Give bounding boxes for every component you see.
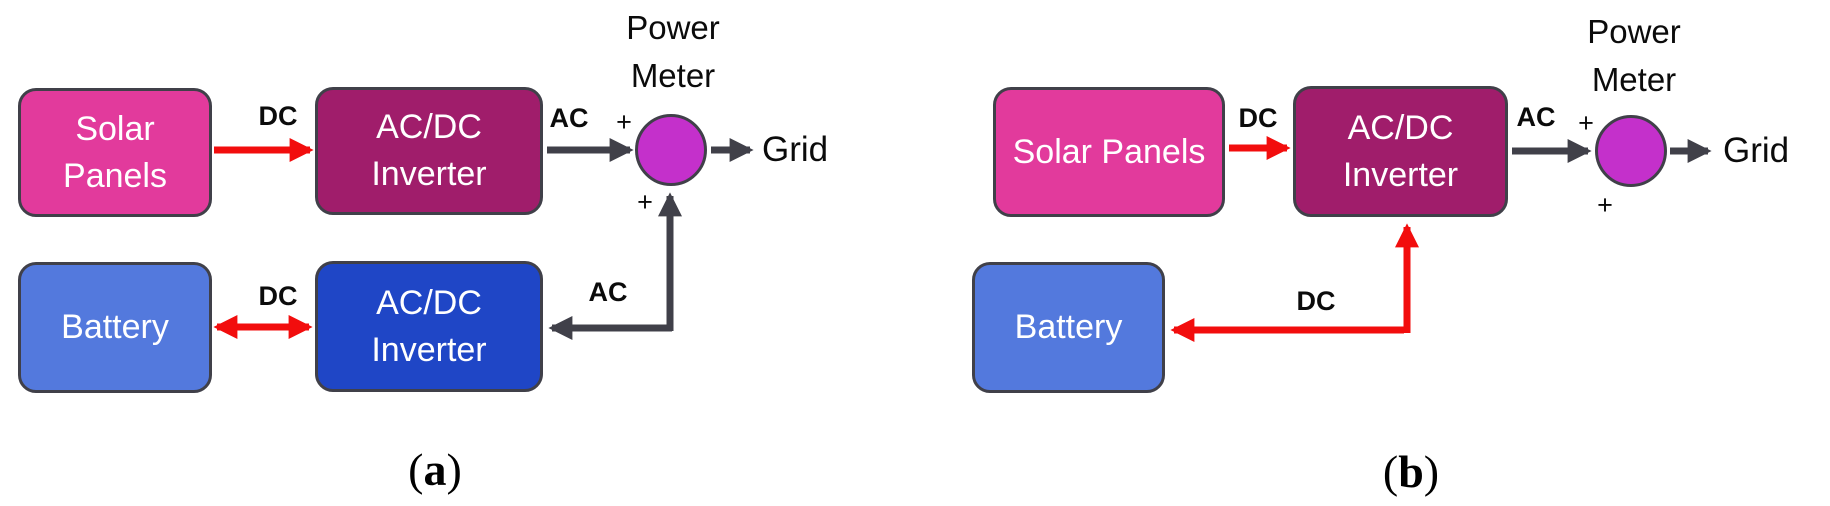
meter-plus-top-a: + bbox=[616, 107, 632, 137]
battery-label-a: Battery bbox=[61, 308, 169, 346]
pv-dc-label-b: DC bbox=[1238, 103, 1278, 133]
caption-a: (a) bbox=[355, 444, 515, 496]
caption-b-open: ( bbox=[1382, 446, 1399, 497]
battery-box-b: Battery bbox=[972, 262, 1165, 393]
solar-panels-box-b: Solar Panels bbox=[993, 87, 1225, 217]
battery-label-b: Battery bbox=[1014, 308, 1123, 346]
meter-plus-top-b: + bbox=[1578, 108, 1594, 138]
battery-box-a: Battery bbox=[18, 262, 212, 393]
pv-inverter-label-a: AC/DC Inverter bbox=[371, 108, 487, 193]
caption-b: (b) bbox=[1331, 446, 1491, 498]
caption-a-close: ) bbox=[446, 444, 462, 495]
battery-inverter-label-a: AC/DC Inverter bbox=[371, 283, 487, 369]
solar-panels-label-b: Solar Panels bbox=[1012, 132, 1206, 171]
grid-label-a: Grid bbox=[762, 130, 829, 169]
solar-panels-label-a: Solar Panels bbox=[63, 109, 167, 195]
pv-inverter-box-b: AC/DC Inverter bbox=[1293, 86, 1508, 217]
pv-inverter-label-b: AC/DC Inverter bbox=[1342, 108, 1459, 194]
battery-dc-label-b: DC bbox=[1296, 286, 1336, 316]
pv-dc-label-a: DC bbox=[258, 101, 298, 131]
power-meter-label-a: Power Meter bbox=[626, 9, 720, 94]
pv-ac-label-a: AC bbox=[549, 103, 589, 133]
meter-plus-bottom-b: + bbox=[1597, 190, 1613, 220]
pv-ac-label-b: AC bbox=[1516, 102, 1556, 132]
caption-a-open: ( bbox=[408, 444, 424, 495]
caption-b-letter: b bbox=[1398, 446, 1424, 497]
grid-label-b: Grid bbox=[1723, 131, 1790, 170]
power-meter-circle-b bbox=[1595, 115, 1667, 187]
pv-inverter-box-a: AC/DC Inverter bbox=[315, 87, 543, 215]
battery-dc-label-a: DC bbox=[258, 281, 298, 311]
battery-inverter-box-a: AC/DC Inverter bbox=[315, 261, 543, 392]
caption-b-close: ) bbox=[1423, 446, 1440, 497]
power-meter-circle-a bbox=[635, 114, 707, 186]
power-meter-label-b: Power Meter bbox=[1587, 13, 1681, 98]
battery-ac-label-a: AC bbox=[588, 277, 628, 307]
solar-panels-box-a: Solar Panels bbox=[18, 88, 212, 217]
meter-plus-bottom-a: + bbox=[637, 187, 653, 217]
caption-a-letter: a bbox=[423, 444, 447, 495]
